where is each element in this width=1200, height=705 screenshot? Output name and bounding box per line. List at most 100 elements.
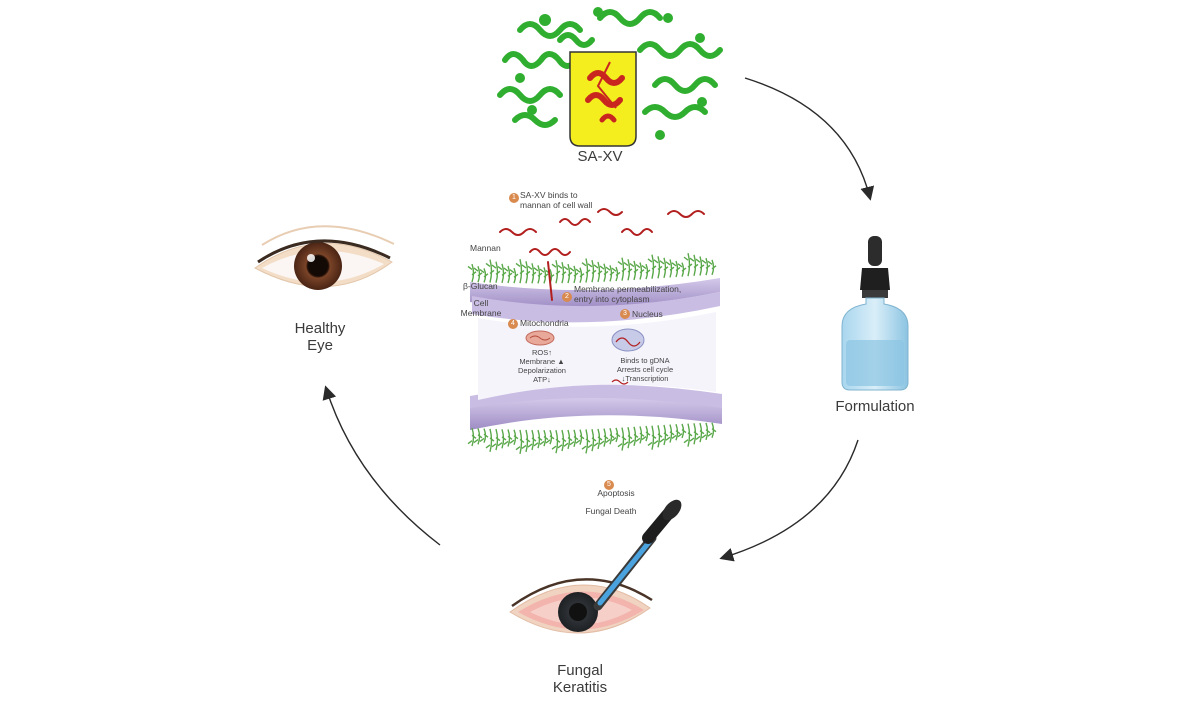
mannan-strand (533, 265, 543, 284)
mannan-strand (521, 429, 531, 453)
step1-line2: mannan of cell wall (520, 200, 593, 210)
mannan-strand (701, 257, 711, 276)
mannan-strand (689, 423, 699, 445)
mannan-strand (653, 256, 663, 279)
mannan-strand (671, 260, 681, 278)
mannan-strand (617, 427, 627, 451)
arrow-keratitis-to-healthy (322, 385, 441, 546)
step1-line1: SA-XV binds to (520, 190, 578, 200)
mannan-strand (515, 259, 525, 284)
mannan-strand (635, 426, 645, 444)
mannan-strand (539, 267, 549, 284)
mannan-strand (689, 254, 699, 277)
mannan-strand (581, 258, 591, 283)
fungal-death-label: Fungal Death (585, 506, 637, 516)
mannan-strand (647, 425, 657, 450)
mannan-strand (485, 428, 495, 453)
mannan-strand (641, 425, 651, 442)
mannan-strand (683, 253, 693, 277)
mannan-strand (665, 424, 675, 443)
dropper-bottle (841, 236, 909, 391)
keratitis-label-line1: Fungal (557, 662, 603, 679)
mannan-strand (497, 263, 507, 284)
keratitis-label: Fungal Keratitis (540, 662, 620, 696)
mannan-strand (605, 265, 615, 282)
cell-membrane-label: Cell Membrane (451, 298, 511, 318)
step4-line2: Membrane ▲ (519, 357, 565, 366)
mannan-strand (563, 263, 573, 284)
mitochondria-label: Mitochondria (520, 318, 569, 328)
mannan-strand (653, 425, 663, 448)
step4-line4: ATP↓ (533, 375, 551, 384)
step-badge-3: 3 (620, 309, 630, 319)
mannan-strand (593, 261, 603, 283)
mannan-strand (659, 424, 669, 446)
mannan-strand (647, 254, 657, 279)
mannan-strand (587, 428, 597, 452)
protein-structure (497, 7, 723, 147)
mannan-strand (503, 265, 513, 284)
infected-eye-illustration (509, 499, 682, 634)
mannan-strand (695, 422, 705, 443)
mannan-strand (611, 427, 621, 443)
step2-line1: Membrane permeabilization, (574, 284, 682, 294)
mannan-strand (617, 257, 627, 281)
step-badge-1: 1 (509, 193, 519, 203)
mannan-strand (611, 266, 621, 282)
mannan-strand (677, 423, 687, 439)
mannan-strand (605, 428, 615, 445)
step4-line3: Depolarization (518, 366, 566, 375)
glucan-label: β-Glucan (463, 281, 498, 291)
mannan-strand (551, 260, 561, 284)
apoptosis-label: Apoptosis (597, 488, 635, 498)
mannan-strand (467, 427, 477, 447)
step-badge-4: 4 (508, 319, 518, 329)
mannan-strand (671, 423, 681, 441)
mannan-strand (707, 422, 717, 438)
cell-label: Cell (473, 298, 489, 308)
mannan-strand (515, 429, 525, 455)
mannan-strand (527, 263, 537, 284)
healthy-eye-illustration (254, 225, 395, 290)
mannan-strand (467, 263, 477, 283)
mannan-strand (569, 429, 579, 448)
step4-line1: ROS↑ (531, 348, 552, 357)
mannan-strand (575, 429, 585, 445)
mannan-strand (707, 259, 717, 276)
mannan-strand (557, 261, 567, 284)
mannan-strand (485, 259, 495, 283)
mannan-strand (503, 429, 513, 447)
mannan-strand (587, 260, 597, 283)
mannan-strand (557, 429, 567, 452)
arrow-protein-to-formulation (744, 77, 875, 201)
mannan-strand (497, 429, 507, 449)
keratitis-label-line2: Keratitis (552, 679, 608, 696)
step-badge-2: 2 (562, 292, 572, 302)
healthy-eye-label: Healthy Eye (285, 320, 355, 354)
mannan-strand (479, 428, 489, 443)
mannan-strand (599, 263, 609, 282)
mannan-strand (599, 428, 609, 447)
mannan-strand (635, 262, 645, 280)
mannan-strand (701, 422, 711, 441)
mannan-strand (509, 429, 519, 445)
mannan-strand (629, 426, 639, 447)
mannan-strand (491, 428, 501, 451)
mannan-strand (473, 265, 483, 283)
mannan-strand (629, 260, 639, 281)
protein-label: SA-XV (577, 148, 623, 165)
step4-effects: ROS↑ Membrane ▲ Depolarization ATP↓ (512, 348, 572, 384)
mannan-strand (521, 261, 531, 284)
mannan-strand (659, 257, 669, 279)
step2-line2: entry into cytoplasm (574, 294, 650, 304)
mannan-strand (569, 265, 579, 284)
step3-effects: Binds to gDNA Arrests cell cycle ↓Transc… (602, 356, 688, 383)
step3-line1: Binds to gDNA (620, 356, 670, 365)
step-badge-5: 5 (604, 480, 614, 490)
mannan-strand (491, 261, 501, 283)
mannan-strand (593, 428, 603, 450)
mannan-strand (479, 268, 489, 283)
mannan-strand (641, 263, 651, 280)
mannan-strand (563, 429, 573, 450)
